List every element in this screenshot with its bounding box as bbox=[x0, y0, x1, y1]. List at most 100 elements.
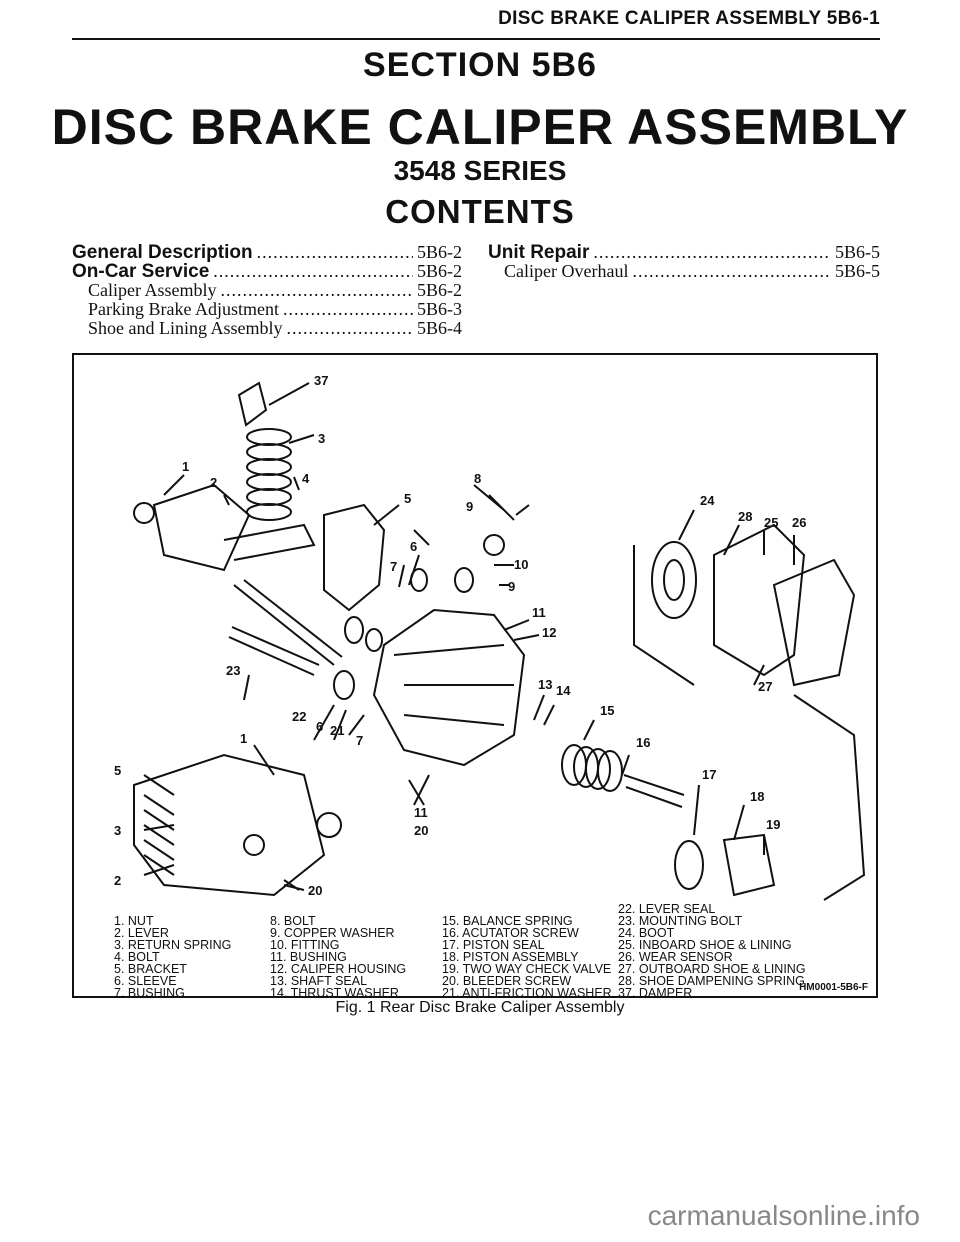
lever-part bbox=[152, 483, 251, 572]
legend-item: 4. BOLT bbox=[114, 950, 160, 964]
callout-number: 19 bbox=[766, 817, 780, 832]
callout-number: 6 bbox=[316, 719, 323, 734]
boot-part bbox=[651, 541, 697, 619]
legend-item: 20. BLEEDER SCREW bbox=[442, 974, 572, 988]
toc-entry: Caliper Overhaul 5B6-5 bbox=[488, 262, 880, 281]
legend-item: 27. OUTBOARD SHOE & LINING bbox=[618, 962, 806, 976]
callout-number: 2 bbox=[210, 475, 217, 490]
legend-item: 10. FITTING bbox=[270, 938, 340, 952]
callout-number: 5 bbox=[114, 763, 121, 778]
callout-number: 7 bbox=[356, 733, 363, 748]
bracket-part bbox=[323, 503, 386, 612]
legend-item: 7. BUSHING bbox=[114, 986, 185, 1000]
outboard-shoe-part bbox=[772, 558, 856, 687]
callout-number: 7 bbox=[390, 559, 397, 574]
lever-arm-part bbox=[223, 523, 316, 561]
contents-heading: CONTENTS bbox=[385, 193, 575, 230]
callout-number: 18 bbox=[750, 789, 764, 804]
legend-item: 25. INBOARD SHOE & LINING bbox=[618, 938, 792, 952]
toc-entry-page: 5B6-4 bbox=[417, 318, 462, 338]
legend-item: 14. THRUST WASHER bbox=[270, 986, 399, 1000]
legend-item: 19. TWO WAY CHECK VALVE bbox=[442, 962, 612, 976]
legend-item: 8. BOLT bbox=[270, 914, 316, 928]
toc-entry-page: 5B6-2 bbox=[417, 261, 462, 281]
legend-item: 26. WEAR SENSOR bbox=[618, 950, 733, 964]
site-watermark: carmanualsonline.info bbox=[647, 1200, 920, 1231]
toc-entry-page: 5B6-2 bbox=[417, 242, 462, 262]
toc-left-column: General Description5B6-2On-Car Service 5B… bbox=[72, 243, 462, 338]
legend-item: 3. RETURN SPRING bbox=[114, 938, 232, 952]
piston-seal-part bbox=[674, 840, 704, 890]
callout-number: 20 bbox=[414, 823, 428, 838]
callout-number: 14 bbox=[556, 683, 571, 698]
legend-item: 24. BOOT bbox=[618, 926, 675, 940]
toc-entry: Shoe and Lining Assembly5B6-4 bbox=[72, 319, 462, 338]
callout-number: 3 bbox=[318, 431, 325, 446]
callout-number: 1 bbox=[182, 459, 189, 474]
toc-entry-label: Caliper Assembly bbox=[88, 280, 217, 300]
toc-entry-label: On-Car Service bbox=[72, 261, 210, 282]
callout-number: 17 bbox=[702, 767, 716, 782]
legend-item: 12. CALIPER HOUSING bbox=[270, 962, 407, 976]
nut-part bbox=[133, 502, 155, 524]
callout-number: 21 bbox=[330, 723, 344, 738]
toc-entry: Parking Brake Adjustment 5B6-3 bbox=[72, 300, 462, 319]
toc-leader-dots bbox=[213, 262, 413, 281]
toc-leader-dots bbox=[257, 243, 413, 262]
inboard-shoe-part bbox=[713, 523, 806, 677]
callout-number: 2 bbox=[114, 873, 121, 888]
callout-number: 28 bbox=[738, 509, 752, 524]
callout-number: 25 bbox=[764, 515, 778, 530]
seal-part bbox=[344, 616, 364, 644]
legend-item: 13. SHAFT SEAL bbox=[270, 974, 368, 988]
callout-number: 15 bbox=[600, 703, 614, 718]
legend-item: 11. BUSHING bbox=[270, 950, 347, 964]
callout-number: 22 bbox=[292, 709, 306, 724]
toc-entry-page: 5B6-5 bbox=[835, 242, 880, 262]
callout-number: 24 bbox=[700, 493, 715, 508]
legend-item: 18. PISTON ASSEMBLY bbox=[442, 950, 579, 964]
legend-item: 17. PISTON SEAL bbox=[442, 938, 545, 952]
toc-entry-label: Parking Brake Adjustment bbox=[88, 299, 279, 319]
legend-item: 2. LEVER bbox=[114, 926, 169, 940]
figure-code: HM0001-5B6-F bbox=[799, 982, 868, 993]
toc-entry: General Description5B6-2 bbox=[72, 242, 462, 263]
balance-spring-part bbox=[561, 744, 623, 792]
callout-number: 13 bbox=[538, 677, 552, 692]
callout-number: 27 bbox=[758, 679, 772, 694]
toc-leader-dots bbox=[221, 281, 414, 300]
sleeve-part bbox=[333, 670, 355, 700]
callout-number: 16 bbox=[636, 735, 650, 750]
legend-item: 37. DAMPER bbox=[618, 986, 693, 1000]
toc-entry: Caliper Assembly 5B6-2 bbox=[72, 281, 462, 300]
toc-leader-dots bbox=[632, 262, 831, 281]
legend-item: 22. LEVER SEAL bbox=[618, 902, 716, 916]
callout-number: 3 bbox=[114, 823, 121, 838]
toc-leader-dots bbox=[593, 243, 831, 262]
callout-number: 9 bbox=[466, 499, 473, 514]
toc-entry-page: 5B6-5 bbox=[835, 261, 880, 281]
callout-number: 11 bbox=[532, 605, 546, 620]
assembled-caliper-view bbox=[133, 753, 326, 897]
bolt-part bbox=[488, 494, 530, 521]
toc-leader-dots bbox=[283, 300, 413, 319]
toc-entry-page: 5B6-3 bbox=[417, 299, 462, 319]
page-title: DISC BRAKE CALIPER ASSEMBLY bbox=[51, 99, 909, 155]
running-head: DISC BRAKE CALIPER ASSEMBLY 5B6-1 bbox=[498, 8, 880, 29]
toc-entry-page: 5B6-2 bbox=[417, 280, 462, 300]
callout-number: 6 bbox=[410, 539, 417, 554]
caliper-housing-part bbox=[372, 608, 526, 767]
callout-number: 5 bbox=[404, 491, 411, 506]
section-number: SECTION 5B6 bbox=[363, 46, 597, 84]
callout-number: 23 bbox=[226, 663, 240, 678]
toc-leader-dots bbox=[287, 319, 414, 338]
toc-entry: On-Car Service 5B6-2 bbox=[72, 261, 462, 282]
legend-item: 23. MOUNTING BOLT bbox=[618, 914, 743, 928]
toc-entry-label: Caliper Overhaul bbox=[504, 261, 629, 281]
legend-item: 15. BALANCE SPRING bbox=[442, 914, 573, 928]
